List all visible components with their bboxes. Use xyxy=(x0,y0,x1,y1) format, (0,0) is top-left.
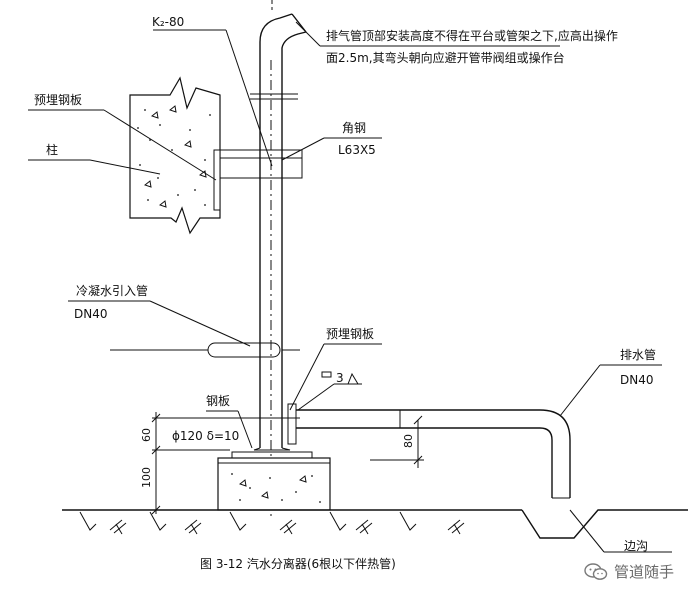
drain-pipe-dn-label: DN40 xyxy=(620,373,654,387)
leader-lines xyxy=(28,21,672,553)
angle-steel-spec-label: L63X5 xyxy=(338,143,376,157)
pipe-base xyxy=(217,447,331,511)
dimension-lines xyxy=(151,412,424,515)
drain-pipe-label: 排水管 xyxy=(620,347,656,362)
dim-60-label: 60 xyxy=(140,428,153,442)
dim-80-label: 80 xyxy=(402,434,415,448)
embedded-plate-mid xyxy=(287,403,297,445)
figure-caption: 图 3-12 汽水分离器(6根以下伴热管) xyxy=(200,556,396,571)
angle-steel-label: 角钢 xyxy=(342,121,366,135)
weld-mark-label: 3 xyxy=(336,371,344,385)
weld-symbol xyxy=(297,371,362,411)
condensate-inlet-dn-label: DN40 xyxy=(74,307,108,321)
vent-pipe xyxy=(250,0,307,520)
ground-line xyxy=(62,509,688,539)
dim-100-label: 100 xyxy=(140,467,153,488)
embedded-plate-top xyxy=(213,149,221,211)
note-line-2: 面2.5m,其弯头朝向应避开管带阀组或操作台 xyxy=(326,50,565,65)
condensate-inlet-label: 冷凝水引入管 xyxy=(76,283,148,298)
ditch-label: 边沟 xyxy=(624,539,648,553)
embedded-plate-top-label: 预埋钢板 xyxy=(34,93,82,107)
concrete-column xyxy=(129,76,221,235)
column-label: 柱 xyxy=(46,142,58,157)
plate-spec-label: ϕ120 δ=10 xyxy=(172,429,239,443)
steel-plate-label: 钢板 xyxy=(206,394,230,408)
k-spec-label: K₂-80 xyxy=(152,15,184,29)
wechat-icon xyxy=(584,562,608,580)
watermark-text: 管道随手 xyxy=(613,563,674,581)
embedded-plate-mid-label: 预埋钢板 xyxy=(326,327,374,341)
angle-steel-bracket xyxy=(219,149,303,179)
note-line-1: 排气管顶部安装高度不得在平台或管架之下,应高出操作 xyxy=(326,28,618,43)
watermark: 管道随手 xyxy=(584,561,674,582)
